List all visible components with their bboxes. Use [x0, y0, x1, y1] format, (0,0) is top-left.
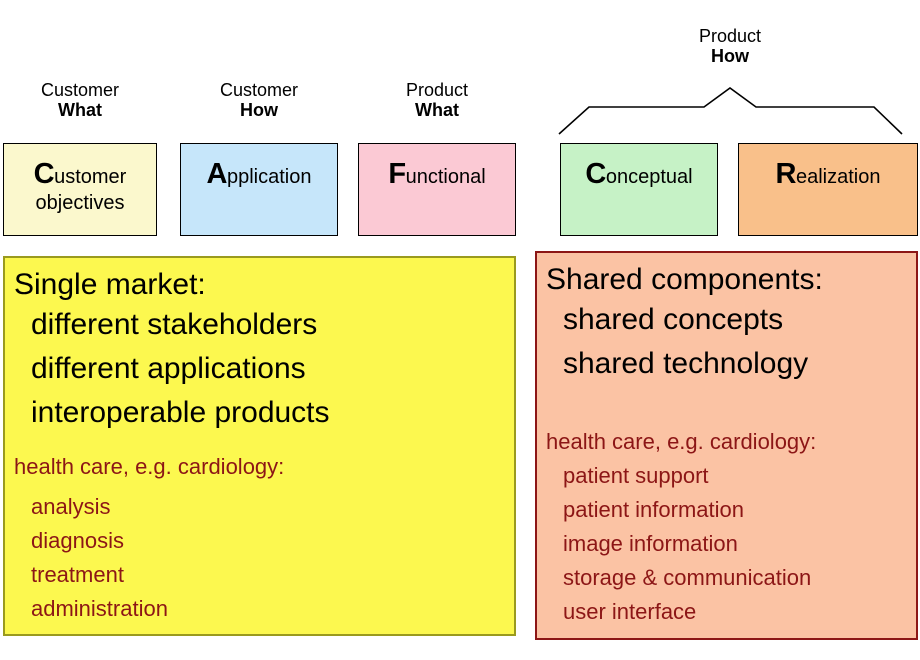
panel-example-heading: health care, e.g. cardiology: [14, 454, 285, 479]
header-label-line2: How [711, 46, 749, 67]
panel-example-item: patient support [563, 463, 709, 488]
header-label-line1: Product [405, 80, 469, 100]
product-how-brace [558, 87, 903, 135]
panel-subitem: interoperable products [31, 396, 330, 429]
box-initial-letter: C [33, 158, 55, 190]
panel-example-item: storage & communication [563, 565, 812, 590]
box-title-rest: ealization [795, 166, 881, 188]
panel-shared-components: Shared components: shared concepts share… [535, 251, 918, 640]
box-application[interactable]: Application [180, 143, 338, 236]
panel-example-heading: health care, e.g. cardiology: [546, 429, 817, 454]
box-title-line2: objectives [35, 192, 125, 214]
header-label-customer-how: Customer How [180, 80, 338, 120]
box-conceptual[interactable]: Conceptual [560, 143, 718, 236]
panel-subitem: shared technology [563, 347, 809, 380]
panel-example-item: diagnosis [31, 528, 124, 553]
box-initial-letter: A [206, 158, 228, 190]
header-label-product-how: Product How [650, 26, 810, 66]
box-title-line1: Functional [359, 158, 515, 191]
box-title-line1: Application [181, 158, 337, 191]
box-initial-letter: F [388, 158, 406, 190]
panel-example-item: user interface [563, 599, 697, 624]
panel-heading: Shared components: [546, 263, 823, 296]
box-functional[interactable]: Functional [358, 143, 516, 236]
header-label-line2: What [415, 100, 459, 121]
panel-example-item: patient information [563, 497, 744, 522]
panel-subitem: shared concepts [563, 303, 784, 336]
box-title-rest: pplication [226, 166, 312, 188]
header-label-line1: Customer [219, 80, 299, 100]
panel-example-item: image information [563, 531, 738, 556]
box-title-line1: Customer [4, 158, 156, 191]
panel-subitem: different applications [31, 352, 306, 385]
box-title-rest: onceptual [605, 166, 693, 188]
header-label-line2: How [240, 100, 278, 121]
panel-example-item: treatment [31, 562, 124, 587]
panel-subitem: different stakeholders [31, 308, 318, 341]
header-label-customer-what: Customer What [3, 80, 157, 120]
header-label-line1: Customer [40, 80, 120, 100]
panel-example-item: administration [31, 596, 168, 621]
box-title-line1: Conceptual [561, 158, 717, 191]
box-title-rest: unctional [405, 166, 486, 188]
box-customer-objectives[interactable]: Customer objectives [3, 143, 157, 236]
header-label-line1: Product [698, 26, 762, 46]
box-initial-letter: R [775, 158, 797, 190]
box-initial-letter: C [585, 158, 606, 190]
header-label-line2: What [58, 100, 102, 121]
panel-heading: Single market: [14, 268, 206, 301]
box-realization[interactable]: Realization [738, 143, 918, 236]
box-title-rest: ustomer [54, 166, 127, 188]
panel-example-item: analysis [31, 494, 111, 519]
panel-single-market: Single market: different stakeholders di… [3, 256, 516, 636]
box-title-line1: Realization [739, 158, 917, 191]
header-label-product-what: Product What [358, 80, 516, 120]
